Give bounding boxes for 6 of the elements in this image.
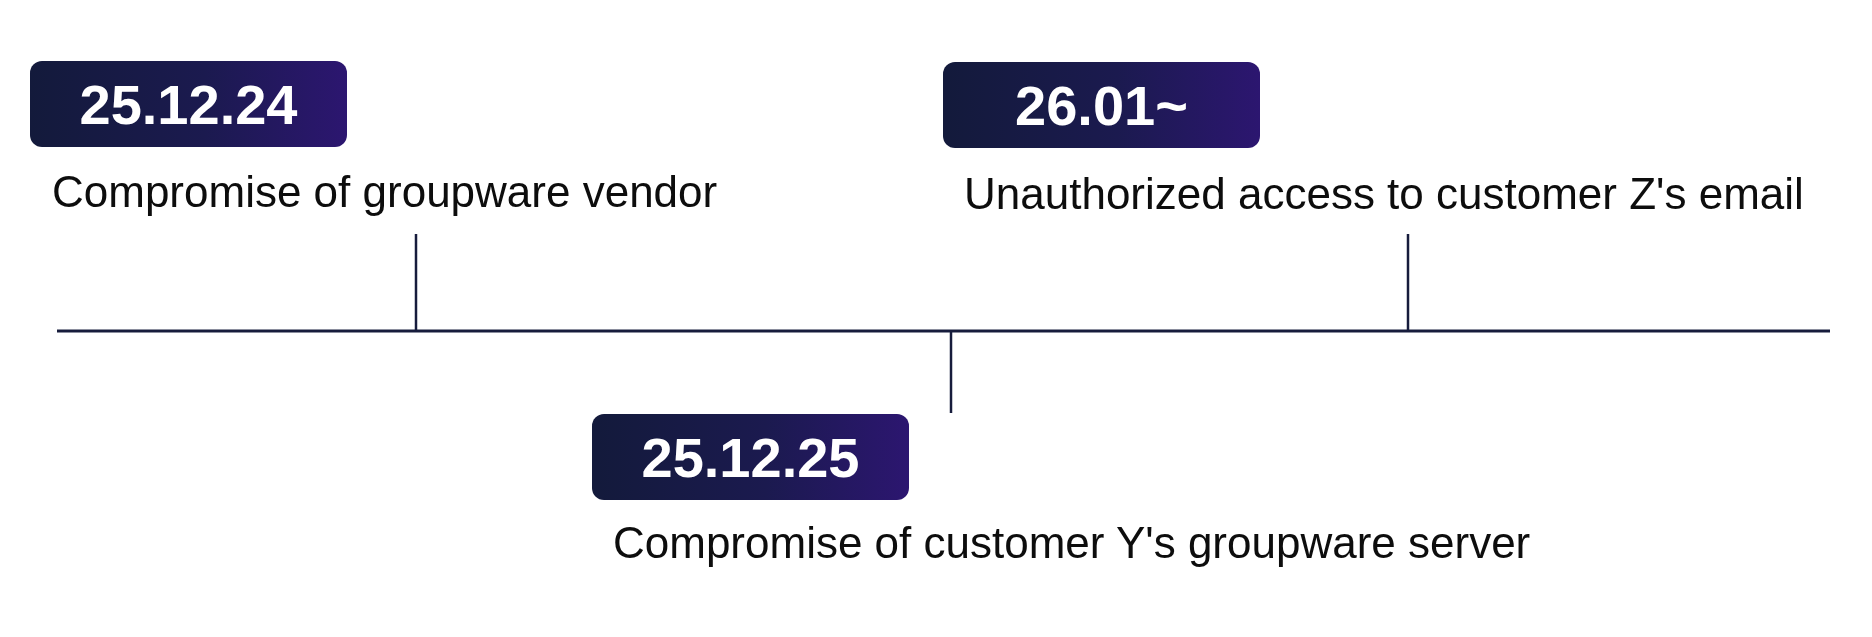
date-badge: 25.12.25 [592, 414, 909, 500]
event-description: Compromise of groupware vendor [52, 166, 718, 218]
event-description: Compromise of customer Y's groupware server [613, 517, 1531, 569]
date-badge: 26.01~ [943, 62, 1260, 148]
event-description: Unauthorized access to customer Z's email [964, 168, 1804, 220]
date-badge: 25.12.24 [30, 61, 347, 147]
